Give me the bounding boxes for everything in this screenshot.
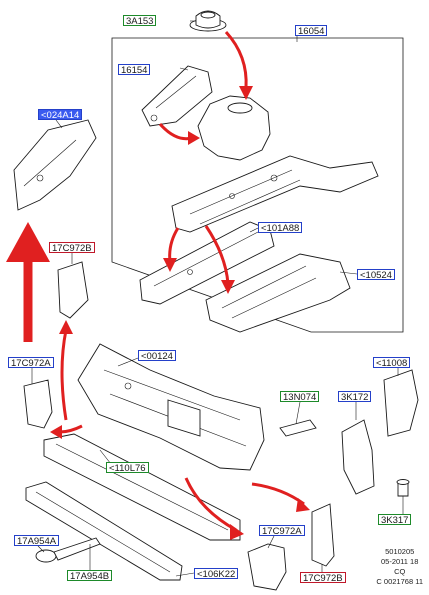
strut-tower-rail-assembly bbox=[171, 95, 379, 233]
side-bracket-bottom-a bbox=[247, 543, 287, 591]
arrow-bracket-up bbox=[60, 329, 68, 421]
callout-3a153: 3A153 bbox=[123, 15, 157, 27]
callout-106k22: <106K22 bbox=[194, 568, 239, 580]
tow-eye-part bbox=[35, 537, 101, 563]
arrow-rail-to-lower-rail bbox=[168, 227, 180, 263]
callout-101a88: <101A88 bbox=[258, 222, 303, 234]
arrow-reinforcement-to-tower bbox=[158, 122, 193, 141]
arrow-support-to-bracket-c bbox=[251, 482, 305, 506]
callout-024a14: <024A14 bbox=[38, 109, 83, 121]
assembly-arrows bbox=[6, 30, 310, 540]
inner-bracket-part bbox=[383, 369, 419, 437]
reference-line-4: C 0021768 11 bbox=[376, 577, 423, 586]
side-bracket-top bbox=[57, 261, 89, 319]
callout-17c972a-bottom: 17C972A bbox=[259, 525, 305, 537]
bolt-part bbox=[396, 479, 410, 497]
arrow-support-to-bracket bbox=[59, 424, 83, 434]
reference-line-1: 5010205 bbox=[385, 547, 415, 556]
callout-10524: <10524 bbox=[357, 269, 395, 281]
arrow-bushing-to-tower bbox=[224, 30, 248, 89]
bumper-beam-part bbox=[43, 433, 241, 541]
callout-13n074: 13N074 bbox=[280, 391, 320, 403]
radiator-support-part bbox=[77, 343, 265, 471]
reference-code: 5010205 05-2011 18 CQ C 0021768 11 bbox=[376, 547, 423, 587]
callout-17a954a: 17A954A bbox=[14, 535, 60, 547]
reference-line-2: 05-2011 18 bbox=[381, 557, 419, 566]
lower-rail-part bbox=[139, 221, 275, 305]
callout-110l76: <110L76 bbox=[106, 462, 149, 474]
callout-3k172: 3K172 bbox=[338, 391, 372, 403]
callout-3k317: 3K317 bbox=[378, 514, 412, 526]
callout-16054: 16054 bbox=[295, 25, 328, 37]
lower-crossmember-part bbox=[25, 481, 183, 581]
inset-group-outline bbox=[111, 37, 404, 333]
callout-17a954b: 17A954B bbox=[67, 570, 113, 582]
arrow-rail-to-extension bbox=[204, 225, 230, 285]
pad-part bbox=[279, 419, 317, 437]
leader-lines bbox=[31, 20, 404, 577]
callout-17c972b-bottom: 17C972B bbox=[300, 572, 346, 584]
rail-extension-part bbox=[205, 253, 351, 333]
arrow-support-to-bracket-b bbox=[184, 477, 237, 532]
side-bracket-bottom-b bbox=[311, 503, 335, 567]
callout-11008: <11008 bbox=[373, 357, 411, 369]
callout-16154: 16154 bbox=[118, 64, 151, 76]
callout-17c972a-left: 17C972A bbox=[8, 357, 54, 369]
callout-00124: <00124 bbox=[138, 350, 176, 362]
upper-bracket-part bbox=[13, 119, 97, 211]
strut-reinforcement bbox=[141, 65, 213, 127]
callout-17c972b-top: 17C972B bbox=[49, 242, 95, 254]
side-bracket-left bbox=[23, 379, 53, 429]
outer-bracket-part bbox=[341, 419, 375, 495]
top-mount-bushing bbox=[189, 10, 227, 32]
reference-line-3: CQ bbox=[394, 567, 406, 576]
